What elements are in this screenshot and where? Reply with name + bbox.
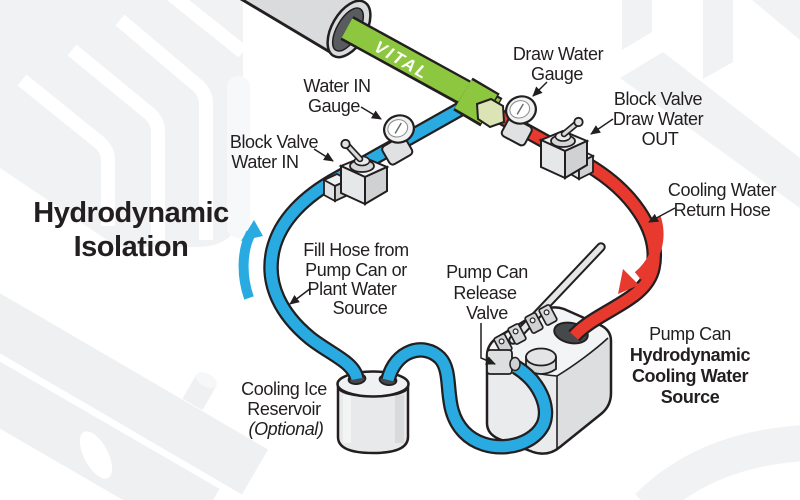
label-line: Source <box>661 387 720 407</box>
pump-linkage <box>493 304 558 355</box>
watermark-top-left <box>0 0 250 250</box>
draw-water-gauge <box>500 95 537 147</box>
label-block-valve-water-in: Block Valve Water IN <box>230 132 319 172</box>
label-line: Valve <box>466 303 508 323</box>
label-line: Block Valve <box>614 89 703 109</box>
label-fill-hose: Fill Hose from Pump Can or Plant Water S… <box>303 240 409 318</box>
watermark-top-right <box>620 0 800 208</box>
return-hose <box>488 105 662 342</box>
label-pump-can-release-valve: Pump Can Release Valve <box>446 262 528 323</box>
label-line: Reservoir <box>247 399 321 419</box>
valve-lever <box>340 138 364 163</box>
label-line: Cooling Water <box>632 366 749 386</box>
valve-lever <box>560 116 584 138</box>
label-line: Cooling Ice <box>241 379 327 399</box>
label-line: Water IN <box>303 76 370 96</box>
label-line: Gauge <box>531 64 583 84</box>
page-title: Hydrodynamic Isolation <box>33 197 229 263</box>
label-line: Gauge <box>308 96 360 116</box>
title-line-1: Hydrodynamic <box>33 197 229 229</box>
label-line: Pump Can <box>446 262 528 282</box>
block-valve-draw-water-out <box>538 116 596 181</box>
label-line: Return Hose <box>674 200 771 220</box>
label-line: Cooling Water <box>668 180 777 200</box>
label-line: Release <box>453 283 517 303</box>
label-line: Water IN <box>231 152 298 172</box>
leader-block-valve-draw-water-out <box>590 118 614 135</box>
water-in-gauge <box>381 114 415 166</box>
label-cooling-water-return-hose: Cooling Water Return Hose <box>668 180 777 220</box>
block-valve-water-in <box>321 138 390 206</box>
leader-draw-water-gauge <box>532 81 548 97</box>
label-cooling-ice-reservoir: Cooling Ice Reservoir (Optional) <box>241 379 327 439</box>
label-draw-water-gauge: Draw Water Gauge <box>513 44 604 84</box>
coupling-nut <box>475 97 506 129</box>
flow-arrow-up-blue <box>238 220 263 300</box>
label-line: Block Valve <box>230 132 319 152</box>
label-line: Draw Water <box>613 109 704 129</box>
transfer-hose <box>380 342 554 455</box>
label-pump-can-source: Pump Can Hydrodynamic Cooling Water Sour… <box>630 324 751 407</box>
label-line: Hydrodynamic <box>630 345 751 365</box>
fill-hose <box>263 100 468 382</box>
label-line: Plant Water <box>308 279 397 299</box>
label-block-valve-draw-water-out: Block Valve Draw Water OUT <box>613 89 704 149</box>
label-line: (Optional) <box>248 419 323 439</box>
label-water-in-gauge: Water IN Gauge <box>303 76 371 116</box>
label-line: Pump Can or <box>305 260 407 280</box>
leader-block-valve-water-in <box>313 148 334 162</box>
flow-arrow-down-red <box>618 216 664 294</box>
leader-water-in-gauge <box>360 106 382 120</box>
leader-return-hose <box>648 207 676 223</box>
label-line: Draw Water <box>513 44 604 64</box>
cooling-ice-reservoir <box>336 370 410 455</box>
pump-can-cap <box>525 347 557 375</box>
watermark-bottom-left <box>0 293 269 500</box>
leader-fill-hose <box>289 287 312 305</box>
leader-lines <box>289 81 676 365</box>
probe-coupling <box>453 77 506 129</box>
watermark-bottom-right <box>635 425 800 500</box>
label-line: Fill Hose from <box>303 240 408 260</box>
leader-release-valve <box>480 323 496 365</box>
label-line: OUT <box>642 129 679 149</box>
label-line: Pump Can <box>649 324 731 344</box>
title-line-2: Isolation <box>74 231 189 263</box>
label-line: Source <box>333 298 388 318</box>
